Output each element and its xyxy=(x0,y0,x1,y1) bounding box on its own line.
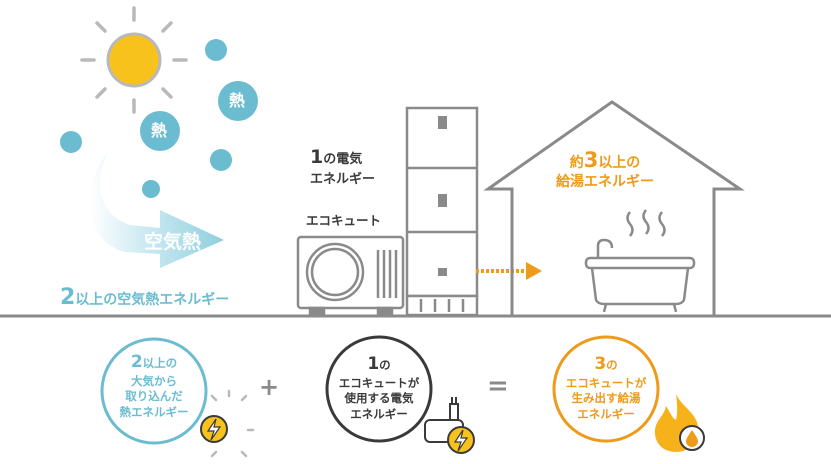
heat-bubble-2 xyxy=(140,111,180,151)
term2-line3: 使用する電気 xyxy=(344,391,414,406)
lightning-bolt-icon xyxy=(200,389,255,458)
heat-bubbles-decoration xyxy=(60,39,258,198)
term1-line4: 熱エネルギー xyxy=(119,404,189,419)
output-post: 以上の xyxy=(598,155,641,171)
term3-number: 3 xyxy=(594,354,607,374)
term2-line1: の xyxy=(379,358,391,372)
electric-line1: の電気 xyxy=(323,152,363,167)
heat-bubble-1 xyxy=(218,81,258,121)
input-air-text: 以上の空気熱エネルギー xyxy=(75,292,230,308)
bathtub-icon xyxy=(584,209,696,313)
energy-flow-arrow xyxy=(476,262,542,280)
term3-line1: の xyxy=(606,358,618,372)
term2-number: 1 xyxy=(367,354,380,374)
electric-line2: エネルギー xyxy=(310,171,376,187)
term1-line2: 大気から xyxy=(131,373,177,388)
equation-term1: 2以上の 大気から 取り込んだ 熱エネルギー xyxy=(104,351,204,420)
output-pre: 約 xyxy=(569,155,584,171)
output-number: 3 xyxy=(583,148,599,172)
equation-circles xyxy=(100,335,660,445)
air-heat-arrow xyxy=(89,150,224,268)
house-outline xyxy=(483,100,745,316)
input-air-energy-label: 2以上の空気熱エネルギー xyxy=(60,285,229,310)
heat-bubble-label-2: 熱 xyxy=(151,121,168,140)
plug-icon xyxy=(424,397,475,454)
air-heat-label: 空気熱 xyxy=(144,231,202,253)
term1-number: 2 xyxy=(130,352,143,372)
term2-line2: エコキュートが xyxy=(338,375,420,390)
term3-line4: エネルギー xyxy=(577,406,635,421)
equation-term2: 1の エコキュートが 使用する電気 エネルギー xyxy=(329,353,429,422)
term2-line4: エネルギー xyxy=(350,406,408,421)
eco-cute-label: エコキュート xyxy=(306,213,382,228)
electric-energy-label: 1の電気 エネルギー xyxy=(310,146,376,188)
output-line2: 給湯エネルギー xyxy=(556,174,654,191)
term3-line2: エコキュートが xyxy=(565,375,647,390)
hot-water-tank xyxy=(405,106,479,317)
term3-line3: 生み出す給湯 xyxy=(571,391,641,406)
flame-icon xyxy=(654,394,705,452)
term1-line1: 以上の xyxy=(142,356,178,370)
plus-sign: + xyxy=(259,373,280,401)
equals-sign: = xyxy=(487,371,509,401)
input-air-number: 2 xyxy=(60,285,76,310)
output-energy-label: 約3以上の 給湯エネルギー xyxy=(556,148,654,190)
heat-pump-unit xyxy=(296,235,405,317)
heat-bubble-label-1: 熱 xyxy=(229,91,246,110)
equation-term3: 3の エコキュートが 生み出す給湯 エネルギー xyxy=(556,353,656,422)
term1-line3: 取り込んだ xyxy=(125,389,183,404)
sun-icon xyxy=(80,6,188,114)
electric-number: 1 xyxy=(310,146,324,168)
